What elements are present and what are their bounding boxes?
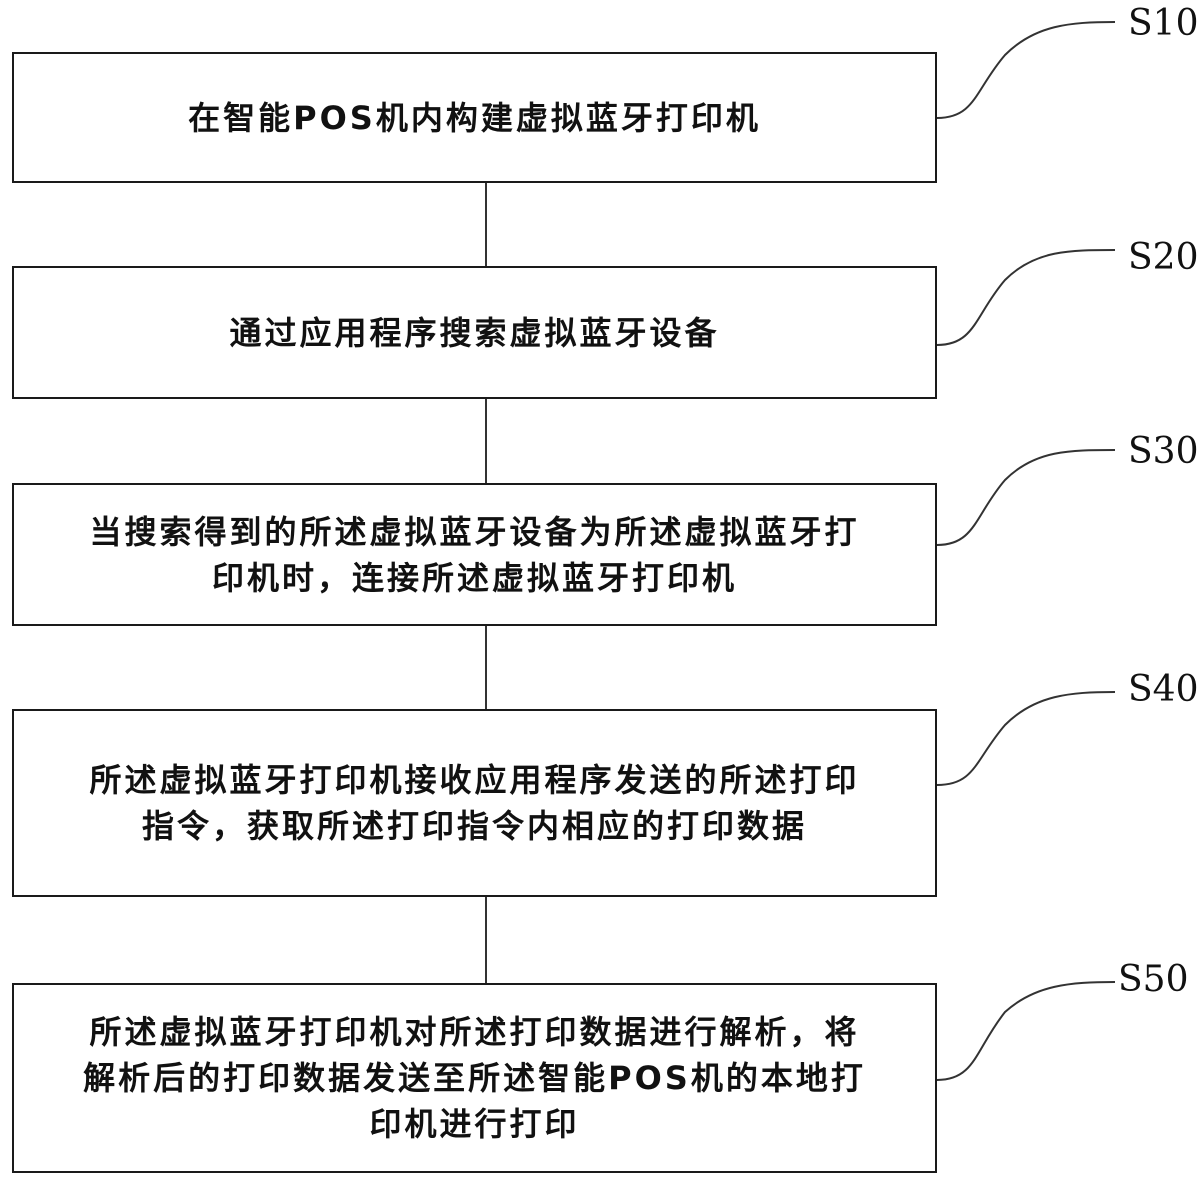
step-label-s10: S10 [1128,3,1199,44]
connector-s20-s30 [485,399,487,483]
step-box-s30: 当搜索得到的所述虚拟蓝牙设备为所述虚拟蓝牙打 印机时，连接所述虚拟蓝牙打印机 [12,483,937,626]
step-label-s40: S40 [1128,669,1199,710]
step-box-s40: 所述虚拟蓝牙打印机接收应用程序发送的所述打印 指令，获取所述打印指令内相应的打印… [12,709,937,897]
step-box-s10: 在智能POS机内构建虚拟蓝牙打印机 [12,52,937,183]
leader-line-s10 [936,21,1116,119]
connector-s10-s20 [485,183,487,266]
step-text-s50: 所述虚拟蓝牙打印机对所述打印数据进行解析，将 解析后的打印数据发送至所述智能PO… [83,1013,866,1143]
step-text-s40: 所述虚拟蓝牙打印机接收应用程序发送的所述打印 指令，获取所述打印指令内相应的打印… [89,761,860,845]
step-box-s50: 所述虚拟蓝牙打印机对所述打印数据进行解析，将 解析后的打印数据发送至所述智能PO… [12,983,937,1173]
step-text-s20: 通过应用程序搜索虚拟蓝牙设备 [229,313,720,352]
step-label-s30: S30 [1128,431,1199,472]
leader-line-s30 [936,449,1116,546]
connector-s30-s40 [485,626,487,709]
step-box-s20: 通过应用程序搜索虚拟蓝牙设备 [12,266,937,399]
step-label-s20: S20 [1128,237,1199,278]
leader-line-s40 [936,691,1116,786]
connector-s40-s50 [485,897,487,983]
leader-line-s20 [936,249,1116,346]
step-text-s30: 当搜索得到的所述虚拟蓝牙设备为所述虚拟蓝牙打 印机时，连接所述虚拟蓝牙打印机 [89,512,860,597]
step-text-s10: 在智能POS机内构建虚拟蓝牙打印机 [188,98,761,137]
leader-line-s50 [936,981,1116,1081]
step-label-s50: S50 [1118,959,1189,1000]
